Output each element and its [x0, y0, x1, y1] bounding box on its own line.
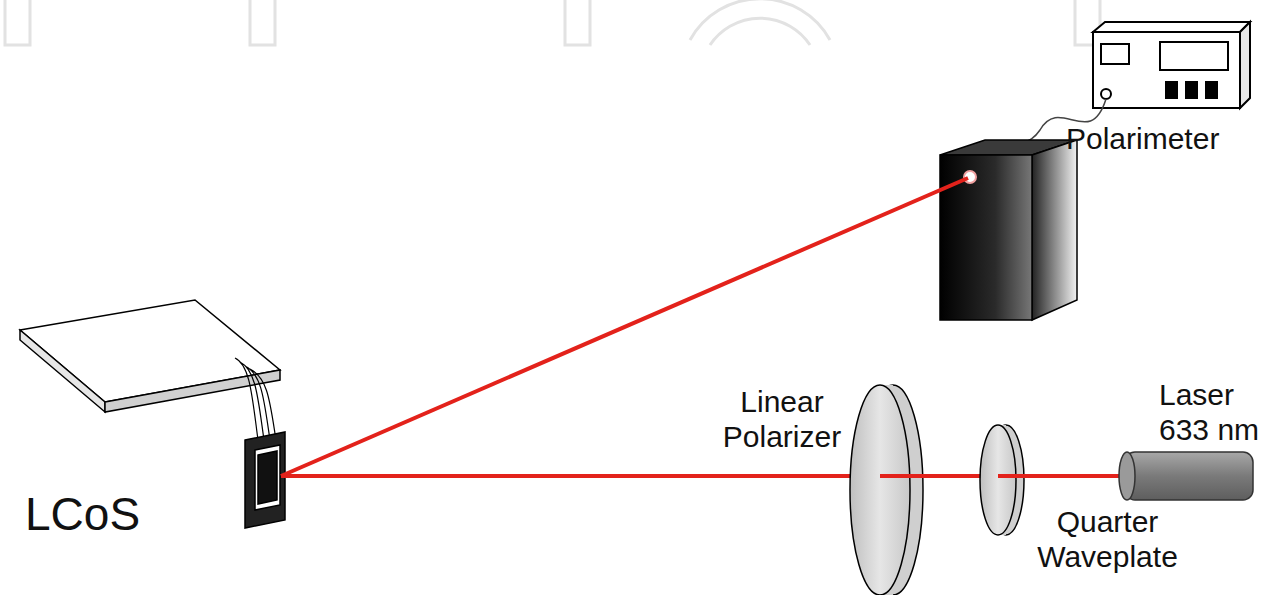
watermark-mark — [250, 0, 275, 45]
watermark-mark — [690, 0, 830, 40]
part-label: LCoS — [25, 488, 205, 541]
quarter-waveplate — [980, 425, 1024, 535]
lcos-window — [255, 445, 280, 510]
unit-button — [1186, 82, 1197, 98]
laser-beam — [281, 474, 1125, 478]
unit-screen — [1101, 44, 1129, 64]
unit-front — [1093, 32, 1240, 108]
detector-head — [940, 140, 1077, 320]
lcos-chip — [258, 451, 277, 504]
watermark-mark — [565, 0, 590, 45]
ribbon-wire — [235, 358, 276, 440]
unit-top — [1093, 22, 1250, 32]
part-label: Linear Polarizer — [712, 385, 852, 454]
part-label: Laser 633 nm — [1159, 378, 1269, 447]
watermark-mark — [710, 18, 810, 45]
cube-front — [940, 155, 1032, 320]
laser-cap — [1119, 452, 1135, 500]
laser-source — [1119, 452, 1253, 500]
cube-side — [1032, 140, 1077, 320]
instrument-label: Polarimeter — [1066, 122, 1266, 157]
unit-button — [1206, 82, 1217, 98]
unit-display — [1160, 42, 1228, 70]
linear-polarizer — [850, 385, 923, 595]
waveplate-front — [980, 425, 1016, 535]
unit-button — [1166, 82, 1177, 98]
watermark-mark — [5, 0, 30, 45]
polarizer-front — [850, 385, 910, 595]
lcos-panel — [245, 432, 285, 528]
laser-body — [1125, 452, 1253, 500]
part-label: Quarter Waveplate — [1025, 505, 1190, 574]
unit-side — [1240, 22, 1250, 108]
watermark — [5, 0, 1100, 45]
polarimeter-unit — [1093, 22, 1250, 108]
board-edge — [20, 330, 105, 412]
laser-beam — [880, 474, 990, 478]
laser-beam — [998, 474, 1125, 478]
unit-knob — [1101, 89, 1111, 99]
